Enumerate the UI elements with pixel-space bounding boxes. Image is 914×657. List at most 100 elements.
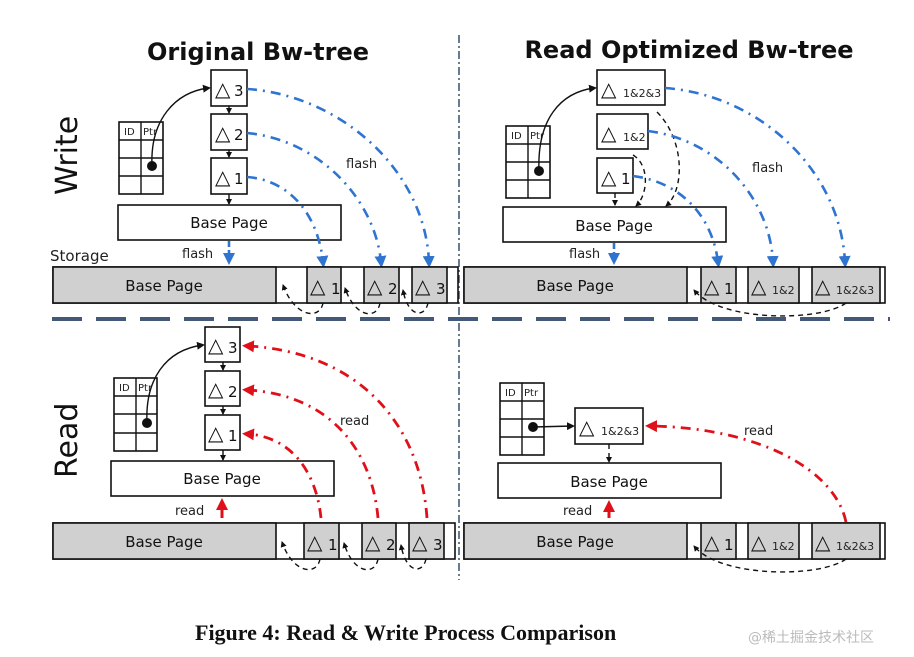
watermark: @稀土掘金技术社区: [748, 630, 874, 646]
svg-text:△: △: [215, 77, 231, 101]
svg-text:△: △: [208, 333, 224, 357]
svg-text:△: △: [307, 530, 323, 554]
read-arrow: [242, 384, 380, 519]
storage-bar: Base Page △1 △1&2 △1&2&3: [463, 266, 886, 317]
read-arrow: [645, 420, 848, 523]
memory-base-page: Base Page: [117, 204, 342, 241]
read-label: read: [744, 424, 773, 439]
pointer-arrow: [538, 84, 597, 172]
svg-text:3: 3: [433, 536, 443, 554]
svg-text:Base Page: Base Page: [536, 533, 614, 551]
svg-text:△: △: [579, 415, 595, 439]
flash-arrow: [632, 174, 724, 268]
write-row-label: Write: [50, 116, 85, 195]
figure-caption: Figure 4: Read & Write Process Compariso…: [195, 620, 616, 645]
svg-text:1&2&3: 1&2&3: [836, 540, 874, 553]
svg-text:3: 3: [228, 339, 238, 357]
storage-bar: Base Page △1 △1&2 △1&2&3: [463, 522, 886, 573]
table-header-id: ID: [124, 127, 135, 138]
delta-3: △3: [210, 69, 248, 107]
svg-text:Base Page: Base Page: [125, 533, 203, 551]
svg-text:ID: ID: [119, 383, 130, 394]
svg-text:△: △: [415, 274, 431, 298]
svg-text:△: △: [208, 377, 224, 401]
svg-text:3: 3: [436, 280, 446, 298]
storage-label: Storage: [50, 247, 109, 265]
delta-3: △3: [204, 326, 241, 363]
delta-1: △1: [596, 157, 634, 194]
svg-text:1&2&3: 1&2&3: [601, 425, 639, 438]
svg-text:Ptr: Ptr: [138, 383, 153, 394]
svg-text:△: △: [704, 530, 720, 554]
svg-text:△: △: [412, 530, 428, 554]
svg-text:1&2&3: 1&2&3: [836, 284, 874, 297]
memory-base-page: Base Page: [502, 206, 727, 243]
mapping-table: ID Ptr: [499, 382, 545, 456]
mapping-table: ID Ptr: [118, 121, 164, 195]
svg-text:Ptr: Ptr: [530, 131, 545, 142]
svg-text:1&2: 1&2: [772, 540, 795, 553]
read-label: read: [563, 504, 592, 519]
pointer-arrow: [146, 341, 205, 424]
svg-text:△: △: [751, 274, 767, 298]
flash-label: flash: [752, 161, 783, 176]
optimized-read-panel: ID Ptr △ 1&2&3 Base Page read read Base P…: [463, 382, 886, 573]
svg-text:△: △: [215, 165, 231, 189]
svg-text:1&2&3: 1&2&3: [623, 87, 661, 100]
svg-text:△: △: [215, 121, 231, 145]
left-column-title: Original Bw-tree: [147, 38, 369, 66]
svg-text:1: 1: [228, 427, 238, 445]
flash-label: flash: [182, 247, 213, 262]
svg-text:3: 3: [234, 82, 244, 100]
pointer-arrow: [151, 84, 211, 167]
delta-1: △1: [210, 157, 248, 195]
svg-text:ID: ID: [505, 388, 516, 399]
delta-2: △2: [210, 113, 248, 151]
original-write-panel: ID Ptr △3 △2 △1 Base Page flash flash Ba…: [52, 69, 459, 315]
delta-1-2-3: △ 1&2&3: [574, 407, 644, 445]
svg-text:2: 2: [386, 536, 396, 554]
flash-label: flash: [346, 157, 377, 172]
svg-text:△: △: [704, 274, 720, 298]
svg-text:△: △: [208, 421, 224, 445]
svg-text:△: △: [601, 77, 617, 101]
svg-text:△: △: [601, 165, 617, 189]
storage-bar: Base Page △1 △2 △3: [52, 266, 459, 315]
svg-text:1&2: 1&2: [772, 284, 795, 297]
svg-text:△: △: [815, 274, 831, 298]
svg-text:△: △: [310, 274, 326, 298]
svg-text:Ptr: Ptr: [524, 388, 539, 399]
storage-base-page: Base Page: [125, 277, 203, 295]
delta-1-2-3: △ 1&2&3: [596, 69, 666, 106]
svg-text:△: △: [751, 530, 767, 554]
svg-text:2: 2: [228, 383, 238, 401]
delta-2: △2: [204, 370, 241, 407]
svg-text:Base Page: Base Page: [536, 277, 614, 295]
svg-text:△: △: [601, 121, 617, 145]
svg-text:Base Page: Base Page: [575, 217, 653, 235]
read-row-label: Read: [50, 403, 85, 478]
svg-text:△: △: [367, 274, 383, 298]
pointer-arrow: [532, 422, 575, 431]
flash-label: flash: [569, 247, 600, 262]
svg-text:1: 1: [724, 280, 734, 298]
svg-text:1&2: 1&2: [623, 131, 646, 144]
flash-arrow: [246, 131, 387, 268]
right-column-title: Read Optimized Bw-tree: [524, 36, 853, 64]
original-read-panel: ID Ptr △3 △2 △1 Base Page read read Base…: [52, 326, 456, 571]
svg-text:1: 1: [328, 536, 338, 554]
svg-text:△: △: [815, 530, 831, 554]
read-label: read: [175, 504, 204, 519]
svg-text:Base Page: Base Page: [190, 214, 268, 232]
optimized-write-panel: ID Ptr △1&2&3 △1&2 △1 Base Page flash fl…: [463, 69, 886, 317]
flash-arrow: [647, 129, 779, 268]
svg-text:1: 1: [234, 170, 244, 188]
svg-text:1: 1: [331, 280, 341, 298]
memory-base-page: Base Page: [110, 460, 335, 497]
svg-text:Base Page: Base Page: [183, 470, 261, 488]
mapping-table: ID Ptr: [113, 377, 158, 452]
svg-text:1: 1: [621, 170, 631, 188]
storage-bar: Base Page △1 △2 △3: [52, 522, 456, 571]
svg-text:Base Page: Base Page: [570, 473, 648, 491]
